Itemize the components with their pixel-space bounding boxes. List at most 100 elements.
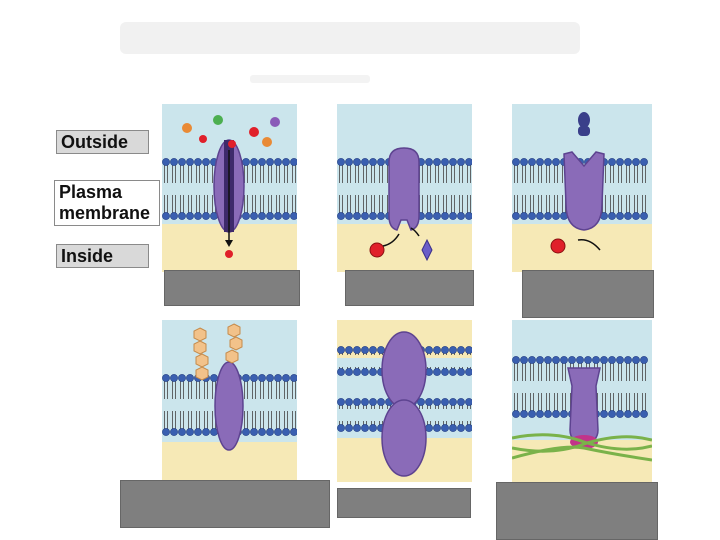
lipid-head xyxy=(186,212,194,220)
lipid-head xyxy=(353,346,361,354)
orange-ion-icon xyxy=(262,137,272,147)
panel-signal xyxy=(512,104,652,272)
transport-diagram xyxy=(162,104,297,272)
lipid-head xyxy=(528,410,536,418)
lipid-head xyxy=(290,212,297,220)
lipid-head xyxy=(361,346,369,354)
lipid-head xyxy=(449,398,457,406)
lipid-head xyxy=(568,356,576,364)
lipid-head xyxy=(552,356,560,364)
inside-label: Inside xyxy=(56,244,149,268)
lipid-head xyxy=(433,158,441,166)
lipid-head xyxy=(353,368,361,376)
lipid-head xyxy=(632,356,640,364)
lipid-head xyxy=(345,158,353,166)
lipid-head xyxy=(441,398,449,406)
lipid-head xyxy=(290,158,297,166)
lipid-head xyxy=(425,424,433,432)
lipid-head xyxy=(258,374,266,382)
lipid-head xyxy=(162,158,170,166)
lipid-head xyxy=(536,410,544,418)
lipid-head xyxy=(536,212,544,220)
lipid-head xyxy=(361,424,369,432)
lipid-head xyxy=(624,158,632,166)
lipid-head xyxy=(425,212,433,220)
lipid-head xyxy=(282,374,290,382)
lipid-head xyxy=(170,428,178,436)
purple-ion-icon xyxy=(270,117,280,127)
plasma-membrane-label: Plasma membrane xyxy=(54,180,160,226)
lipid-head xyxy=(600,356,608,364)
lipid-head xyxy=(552,410,560,418)
anchor-protein xyxy=(567,367,601,445)
substrate-icon xyxy=(421,238,433,262)
panel-joining xyxy=(337,320,472,482)
lipid-bilayer xyxy=(162,158,297,220)
lipid-head xyxy=(433,424,441,432)
lipid-head xyxy=(377,346,385,354)
lipid-head xyxy=(369,158,377,166)
lipid-head xyxy=(433,368,441,376)
lipid-head xyxy=(560,410,568,418)
lipid-head xyxy=(369,212,377,220)
lipid-head xyxy=(250,158,258,166)
lipid-head xyxy=(417,398,425,406)
lipid-head xyxy=(457,398,465,406)
lipid-head xyxy=(425,398,433,406)
lipid-head xyxy=(345,398,353,406)
lipid-head xyxy=(258,158,266,166)
lipid-head xyxy=(465,346,472,354)
lipid-head xyxy=(337,158,345,166)
lipid-head xyxy=(544,356,552,364)
lipid-head xyxy=(361,398,369,406)
lipid-head xyxy=(186,158,194,166)
red-ion-icon xyxy=(249,127,259,137)
lipid-head xyxy=(162,374,170,382)
lipid-head xyxy=(361,368,369,376)
lipid-head xyxy=(250,428,258,436)
glycoprotein xyxy=(214,361,244,451)
lipid-head xyxy=(457,368,465,376)
lipid-head xyxy=(512,410,520,418)
lipid-head xyxy=(170,158,178,166)
lipid-head xyxy=(202,158,210,166)
lipid-head xyxy=(361,212,369,220)
lipid-head xyxy=(457,424,465,432)
lipid-head xyxy=(457,158,465,166)
lipid-head xyxy=(465,158,472,166)
receptor-protein xyxy=(563,151,605,231)
cover-box xyxy=(522,270,654,318)
lipid-head xyxy=(282,158,290,166)
lipid-head xyxy=(353,398,361,406)
lipid-head xyxy=(640,158,648,166)
title-ghost xyxy=(120,22,580,54)
lipid-head xyxy=(441,212,449,220)
cover-box xyxy=(345,270,474,306)
green-ion-icon xyxy=(213,115,223,125)
lipid-head xyxy=(274,212,282,220)
sugar-chain-icon xyxy=(193,323,243,381)
lipid-head xyxy=(624,356,632,364)
lipid-head xyxy=(433,212,441,220)
lipid-head xyxy=(441,368,449,376)
lipid-head xyxy=(512,212,520,220)
cover-box xyxy=(120,480,330,528)
panel-attachment xyxy=(512,320,652,482)
cytoskeleton-fibers xyxy=(512,433,652,462)
lipid-head xyxy=(274,428,282,436)
recognition-diagram xyxy=(162,320,297,482)
lipid-head xyxy=(242,212,250,220)
lipid-head xyxy=(258,428,266,436)
lipid-head xyxy=(337,368,345,376)
lipid-head xyxy=(353,158,361,166)
lipid-head xyxy=(616,410,624,418)
lipid-head xyxy=(337,424,345,432)
lipid-head xyxy=(449,368,457,376)
lipid-head xyxy=(266,374,274,382)
lipid-head xyxy=(616,158,624,166)
lipid-head xyxy=(282,212,290,220)
lipid-head xyxy=(242,158,250,166)
junction-protein-top xyxy=(381,331,427,409)
lipid-head xyxy=(544,158,552,166)
lipid-head xyxy=(465,398,472,406)
